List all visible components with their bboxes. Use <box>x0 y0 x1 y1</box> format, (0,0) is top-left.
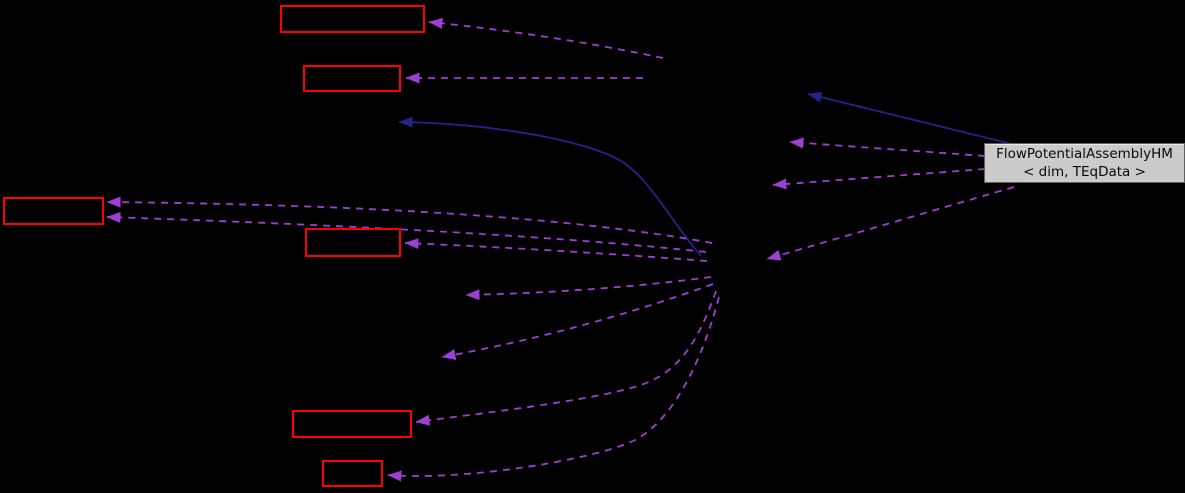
usage-edge <box>404 238 708 262</box>
usage-edge <box>387 296 720 482</box>
usage-edge <box>106 211 707 253</box>
truncated-class-node[interactable] <box>292 410 412 438</box>
main-class-template-params: < dim, TEqData > <box>1023 164 1146 180</box>
usage-edge <box>772 168 986 190</box>
main-class-name: FlowPotentialAssemblyHM <box>996 146 1173 162</box>
truncated-class-node[interactable] <box>3 197 104 225</box>
inheritance-edge <box>807 91 1013 145</box>
usage-edge <box>428 17 664 59</box>
usage-edge <box>106 196 713 244</box>
usage-edge <box>789 137 986 157</box>
inheritance-edge <box>398 116 702 257</box>
truncated-class-node[interactable] <box>303 65 401 92</box>
truncated-class-node[interactable] <box>322 460 383 487</box>
truncated-class-node[interactable] <box>305 228 401 257</box>
main-class-node: FlowPotentialAssemblyHM < dim, TEqData > <box>984 143 1185 183</box>
usage-edge <box>766 186 1015 261</box>
truncated-class-node[interactable] <box>280 5 425 33</box>
usage-edge <box>441 283 714 361</box>
usage-edge <box>465 276 712 301</box>
usage-edge <box>415 290 717 426</box>
